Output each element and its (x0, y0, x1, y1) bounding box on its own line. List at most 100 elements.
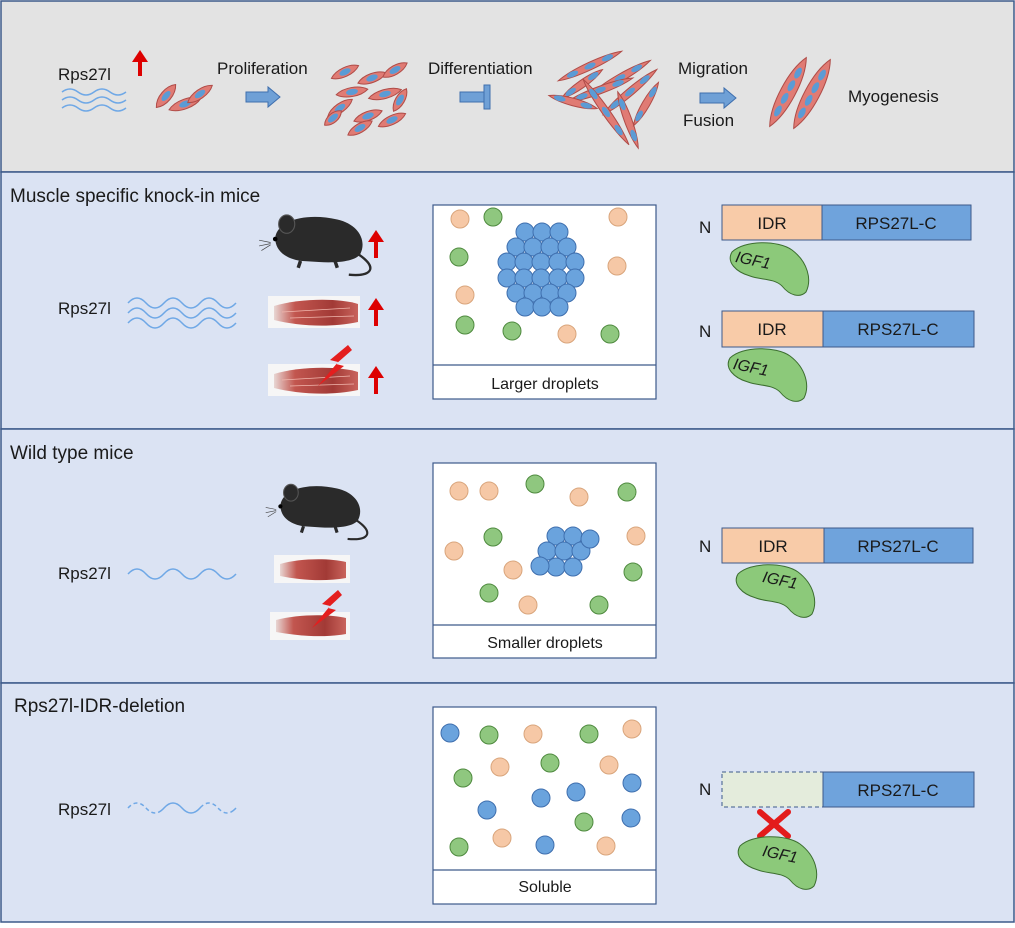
box-label-smaller-droplets: Smaller droplets (487, 635, 603, 652)
nucleus (635, 110, 643, 122)
muscle-cell (392, 88, 408, 112)
idr-domain (721, 527, 825, 564)
red-up-arrow-icon (132, 50, 148, 76)
droplet-orange (557, 324, 577, 344)
droplet-orange (449, 481, 469, 501)
differentiated-cells (547, 50, 660, 150)
muscle-cell (632, 81, 660, 127)
igf1-protein-icon (735, 564, 816, 618)
myoblast-cells (155, 83, 213, 112)
nucleus (594, 86, 606, 94)
nucleus (339, 68, 351, 76)
droplet-blue (477, 800, 497, 820)
droplet-blue (530, 556, 550, 576)
rps27l-c-label: RPS27L-C (857, 537, 938, 556)
droplet-orange (569, 487, 589, 507)
muscle-cell (769, 56, 807, 128)
droplet-green (453, 768, 473, 788)
muscle-cell (556, 50, 624, 82)
gene-wave-icon (61, 96, 127, 104)
droplet-orange (607, 256, 627, 276)
step-myogenesis: Myogenesis (848, 87, 939, 106)
muscle-tissue-icon (268, 364, 360, 396)
nucleus (366, 74, 378, 82)
knockin-gene-label: Rps27l (58, 299, 111, 318)
wildtype-gene-label: Rps27l (58, 564, 111, 583)
droplet-orange (503, 560, 523, 580)
mouse-icon (259, 214, 372, 277)
nucleus (804, 94, 813, 106)
step-differentiation: Differentiation (428, 59, 533, 78)
muscle-cell (187, 84, 213, 104)
nucleus (565, 87, 576, 96)
droplet-green (479, 725, 499, 745)
nucleus (194, 89, 206, 99)
nucleus (818, 69, 826, 81)
gene-wave-icon (61, 88, 127, 96)
gene-wave-icon (127, 307, 237, 319)
muscle-cell (347, 120, 373, 136)
nucleus (584, 62, 596, 70)
droplet-green (449, 837, 469, 857)
droplet-green (479, 583, 499, 603)
droplets-knockin (449, 207, 628, 344)
rps27l-c-domain (821, 204, 972, 241)
droplet-orange (622, 719, 642, 739)
nucleus (774, 105, 782, 117)
droplet-blue (622, 773, 642, 793)
muscle-cell (324, 110, 342, 126)
nucleus (614, 74, 626, 82)
nucleus (610, 99, 621, 109)
droplet-orange (626, 526, 646, 546)
nucleus (649, 86, 657, 98)
droplet-blue (531, 252, 551, 272)
muscle-cell (382, 62, 408, 78)
muscle-cell (617, 90, 639, 150)
muscle-cell (367, 87, 403, 101)
droplet-orange (608, 207, 628, 227)
nucleus (553, 95, 566, 102)
muscle-cell (560, 68, 604, 100)
droplet-green (574, 812, 594, 832)
n-terminus-label: N (699, 322, 711, 341)
droplet-green (449, 247, 469, 267)
droplet-green (455, 315, 475, 335)
nucleus (362, 112, 374, 120)
panel-title-knockin: Muscle specific knock-in mice (10, 186, 260, 207)
muscle-cell (155, 83, 177, 109)
droplet-orange (599, 755, 619, 775)
muscle-cell (547, 94, 599, 110)
droplets-wildtype (444, 474, 646, 615)
rps27l-c-domain (823, 527, 974, 564)
muscle-tissue-icon (268, 296, 360, 328)
muscle-cell (565, 77, 635, 103)
rps27l-c-label: RPS27L-C (857, 320, 938, 339)
droplet-green (502, 321, 522, 341)
droplet-orange (492, 828, 512, 848)
droplet-blue (532, 297, 552, 317)
muscle-cell (330, 64, 360, 80)
panel-title-deletion: Rps27l-IDR-deletion (14, 696, 185, 717)
droplet-orange (450, 209, 470, 229)
droplet-blue (514, 252, 534, 272)
nucleus (580, 102, 593, 109)
idr-domain (721, 310, 824, 348)
top-gene-label: Rps27l (58, 65, 111, 84)
droplet-blue (557, 237, 577, 257)
n-terminus-label: N (699, 537, 711, 556)
muscle-cell (335, 86, 369, 98)
rps27l-c-label: RPS27L-C (857, 781, 938, 800)
nucleus (798, 107, 806, 119)
droplet-blue (580, 529, 600, 549)
construct-wildtype: N IDR RPS27L-C IGF1 (699, 527, 974, 618)
idr-domain (721, 204, 823, 241)
nucleus (787, 80, 796, 92)
droplet-blue (531, 788, 551, 808)
nucleus (612, 80, 624, 87)
gene-wave-icon (127, 317, 237, 329)
nucleus (328, 113, 338, 123)
nucleus (379, 90, 391, 98)
rps27l-c-domain (822, 310, 975, 348)
nucleus (588, 72, 599, 81)
